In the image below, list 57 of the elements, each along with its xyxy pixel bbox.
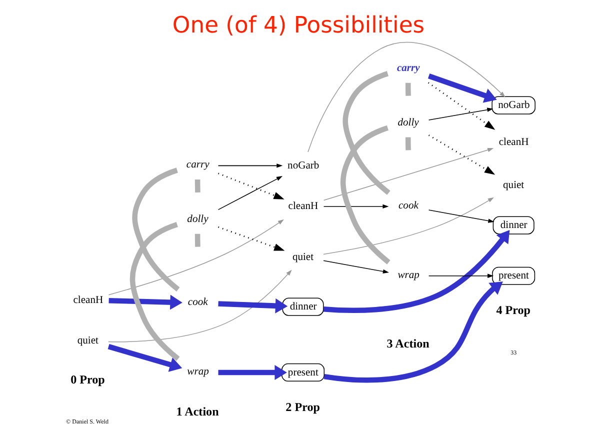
- arrow: [218, 172, 284, 200]
- arrow: [307, 42, 505, 152]
- arrow: [108, 270, 292, 342]
- node-text: wrap: [397, 270, 419, 281]
- arrow: [218, 298, 288, 314]
- arrow: [427, 82, 495, 130]
- node-text: wrap: [186, 366, 208, 378]
- connector: [132, 168, 180, 292]
- connector: [404, 137, 410, 150]
- arrow: [428, 134, 495, 175]
- connector: [194, 234, 200, 247]
- arrow: [322, 230, 510, 314]
- arrow: [428, 108, 493, 120]
- node-text: quiet: [292, 252, 314, 263]
- arrow: [322, 197, 494, 255]
- arrow: [323, 282, 502, 383]
- node-text: cook: [398, 200, 418, 212]
- label: 0 Prop: [70, 372, 104, 387]
- arrow: [322, 148, 494, 201]
- node-text: cook: [187, 297, 208, 308]
- node-box: present: [492, 266, 535, 285]
- connector: [404, 82, 410, 96]
- node-text: carry: [396, 63, 420, 74]
- arrow: [428, 274, 494, 278]
- node-text: cleanH: [498, 137, 528, 148]
- label: 2 Prop: [285, 400, 320, 414]
- label: 4 Prop: [496, 303, 530, 318]
- node-box: dinner: [282, 298, 324, 316]
- node-text: noGarb: [287, 160, 319, 172]
- arrow: [218, 364, 286, 380]
- connector: [129, 222, 180, 361]
- arrow: [108, 219, 284, 296]
- arrow: [107, 344, 182, 372]
- node-text: cleanH: [288, 201, 318, 212]
- arrow: [217, 176, 282, 210]
- arrow: [427, 74, 496, 103]
- arrow: [322, 204, 388, 209]
- connector: [194, 179, 200, 192]
- diagram-title: One (of 4) Possibilities: [172, 12, 424, 38]
- arrow: [217, 164, 282, 168]
- node-text: quiet: [76, 336, 98, 347]
- arrow: [218, 226, 284, 251]
- arrow: [322, 260, 388, 274]
- node-text: quiet: [502, 180, 524, 192]
- node-box: dinner: [492, 216, 534, 234]
- node-text: cleanH: [72, 294, 103, 306]
- node-text: dolly: [397, 117, 418, 128]
- node-text: dolly: [186, 214, 208, 226]
- label: 3 Action: [386, 336, 429, 350]
- node-box: noGarb: [491, 96, 535, 114]
- connector: [342, 71, 390, 195]
- connector: [340, 125, 390, 264]
- node-text: carry: [186, 160, 209, 171]
- node-box: present: [281, 363, 324, 382]
- label: 1 Action: [176, 404, 218, 418]
- arrow: [428, 210, 494, 223]
- arrow: [108, 294, 182, 310]
